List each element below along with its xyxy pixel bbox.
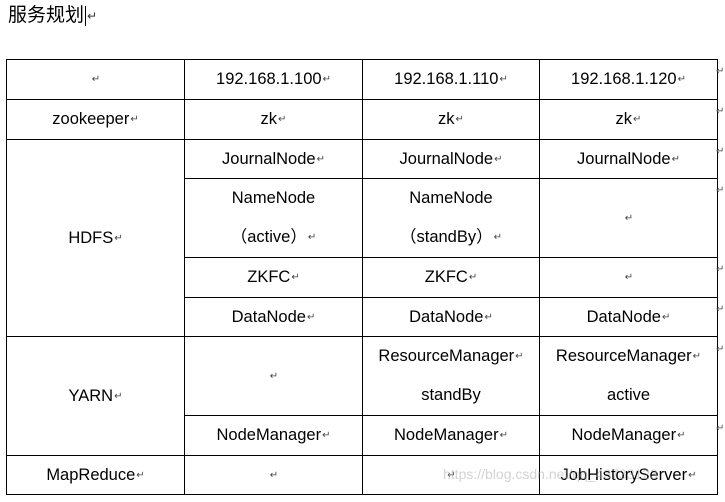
table-cell: zk↵ [184,99,363,140]
host-header: 192.168.1.120↵ [539,59,718,100]
row-end-mark: ↵ [716,66,725,77]
row-end-mark: ↵ [716,146,725,157]
table-cell: NodeManager↵ [539,415,718,457]
host-header: 192.168.1.110↵ [362,59,540,100]
table-cell: zk↵ [539,99,718,140]
corner-cell: ↵ [6,59,185,100]
table-cell: JournalNode↵ [539,139,718,179]
table-cell: ↵ [539,177,718,259]
host-header: 192.168.1.100↵ [184,59,363,100]
row-label-hdfs: HDFS↵ [6,138,185,338]
row-end-mark: ↵ [716,185,725,196]
row-end-mark: ↵ [716,423,725,434]
hdfs-zkfc-row: ZKFC↵ ZKFC↵ ↵ [7,257,718,299]
zookeeper-row: zookeeper↵ zk↵ zk↵ zk↵ [6,99,718,140]
row-end-mark: ↵ [716,304,725,315]
table-cell: NameNode（active）↵ [184,177,363,259]
table-cell: ZKFC↵ [362,257,540,299]
hdfs-journal-row: HDFS↵ JournalNode↵ JournalNode↵ JournalN… [6,138,718,338]
hdfs-namenode-row: NameNode（active）↵ NameNode（standBy）↵ ↵ [7,177,718,259]
table-cell: ↵ [539,257,718,299]
table-cell: ResourceManager↵active [539,336,718,417]
paragraph-mark: ↵ [87,8,98,23]
row-label-zookeeper: zookeeper↵ [6,99,185,140]
title-text: 服务规划 [8,4,85,26]
row-end-mark: ↵ [716,264,725,275]
table-cell: JournalNode↵ [184,139,363,179]
table-cell: JobHistoryServer↵ [539,455,718,496]
table-cell: NodeManager↵ [362,415,540,457]
text-cursor [85,5,87,26]
row-end-mark: ↵ [716,106,725,117]
yarn-nodemanager-row: NodeManager↵ NodeManager↵ NodeManager↵ [7,415,718,457]
header-row: ↵ 192.168.1.100↵ 192.168.1.110↵ 192.168.… [6,59,718,100]
page-title: 服务规划↵ [8,2,97,29]
yarn-resourcemanager-row: YARN↵ ↵ ResourceManager↵standBy Resource… [6,336,718,457]
table-cell: DataNode↵ [184,297,363,338]
table-cell: NodeManager↵ [184,415,363,457]
mapreduce-row: MapReduce↵ ↵ ↵ JobHistoryServer↵ [6,455,718,496]
row-end-mark: ↵ [716,344,725,355]
table-cell: DataNode↵ [362,297,540,338]
row-label-yarn: YARN↵ [6,336,185,457]
table-cell: ResourceManager↵standBy [362,336,540,417]
table-cell: ↵ [184,455,363,496]
watermark: https://blog.csdn.net/qq_43733123 [443,466,658,482]
table-cell: DataNode↵ [539,297,718,338]
table-cell: ZKFC↵ [184,257,363,299]
row-label-mapreduce: MapReduce↵ [6,455,185,496]
service-plan-table: ↵ 192.168.1.100↵ 192.168.1.110↵ 192.168.… [6,59,718,496]
table-cell: zk↵ [362,99,540,140]
table-cell: NameNode（standBy）↵ [362,177,540,259]
table-cell: JournalNode↵ [362,139,540,179]
table-cell: ↵ [184,336,363,417]
